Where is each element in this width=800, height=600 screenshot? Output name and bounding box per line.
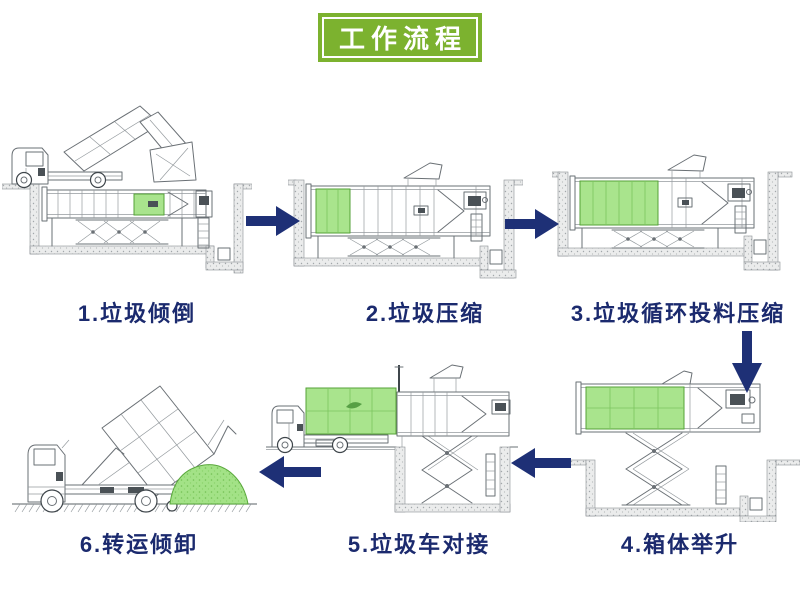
- step-1-label: 1.垃圾倾倒: [77, 301, 197, 326]
- scissor-lift: [611, 229, 705, 249]
- step-2-illustration: [288, 162, 523, 279]
- step-6-label: 6.转运倾卸: [79, 532, 199, 557]
- step-3-illustration: [552, 154, 793, 271]
- step-4-illustration: [570, 370, 800, 522]
- underground-pit: [552, 171, 793, 271]
- compactor-container: [305, 162, 491, 259]
- scissor-lift: [75, 219, 169, 245]
- compactor-container: [41, 186, 213, 249]
- underground-pit: [570, 459, 800, 522]
- flow-arrow-4-to-5-left: [511, 448, 571, 478]
- step-2-label: 2.垃圾压缩: [365, 301, 485, 326]
- feed-hopper: [429, 364, 464, 379]
- page-title-border: 工作流程: [322, 17, 478, 58]
- raised-container: [575, 370, 761, 435]
- page-title: 工作流程: [338, 24, 467, 54]
- compactor-container: [569, 154, 755, 249]
- docked-container: [394, 364, 511, 447]
- scissor-lift-extended: [621, 432, 691, 506]
- feed-hopper: [667, 154, 707, 172]
- page-title-box: 工作流程: [318, 13, 482, 62]
- step-5-illustration: [266, 364, 518, 513]
- step-6-illustration: [12, 385, 257, 513]
- scissor-lift-extended: [421, 435, 479, 504]
- underground-pit: [394, 446, 511, 513]
- step-5-label: 5.垃圾车对接: [347, 532, 491, 557]
- flow-arrow-3-to-4-down: [732, 331, 762, 393]
- scissor-lift: [347, 237, 441, 257]
- flow-arrow-2-to-3-right: [505, 209, 559, 239]
- garbage-mound: [169, 464, 249, 505]
- compressed-garbage-block: [315, 188, 351, 234]
- transfer-truck: [271, 387, 397, 454]
- flow-arrow-5-to-6-left: [259, 456, 321, 488]
- step-4-label: 4.箱体举升: [620, 532, 740, 557]
- feed-hopper: [403, 162, 443, 180]
- underground-pit: [2, 183, 252, 274]
- step-3-label: 3.垃圾循环投料压缩: [570, 301, 786, 326]
- dump-truck: [11, 105, 197, 189]
- step-1-illustration: [2, 105, 252, 274]
- flow-arrow-1-to-2-right: [246, 206, 300, 236]
